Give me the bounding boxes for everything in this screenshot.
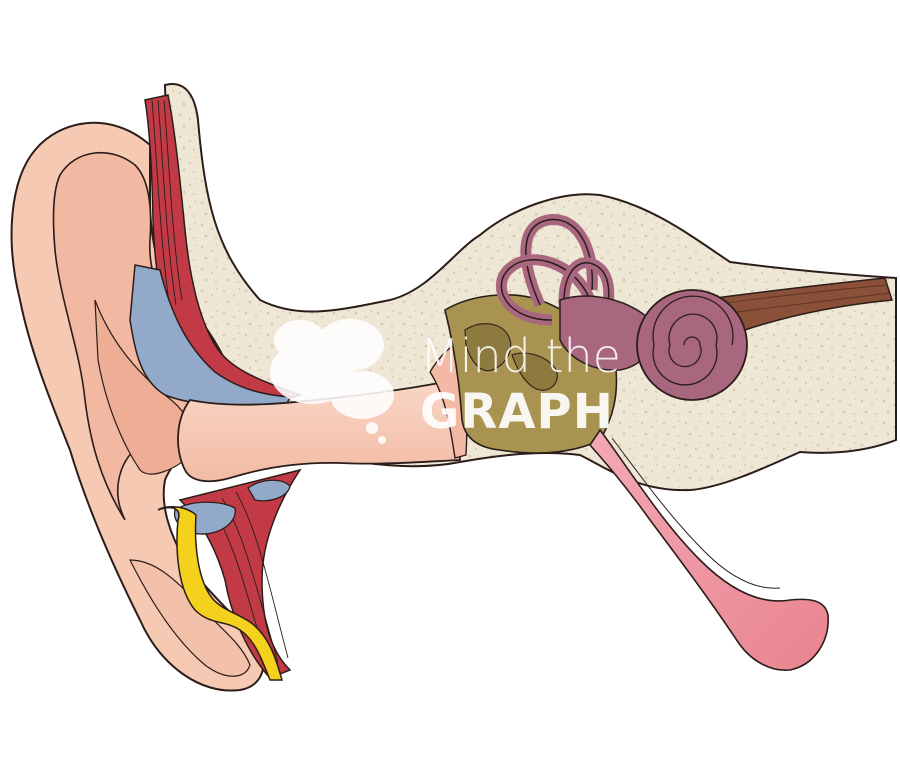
- watermark-line-1: Mind the: [420, 329, 621, 383]
- fat-layer: [157, 505, 283, 681]
- eustachian-tube-lumen: [611, 437, 781, 589]
- ossicles: [464, 323, 558, 391]
- watermark: Mind the GRAPH: [270, 319, 621, 444]
- eustachian-tube: [588, 428, 829, 671]
- lower-cartilage-upper: [247, 479, 291, 502]
- earlobe: [129, 559, 251, 677]
- brain-cloud-icon: [270, 319, 394, 444]
- cochlea: [636, 289, 748, 401]
- watermark-line-2: GRAPH: [420, 384, 614, 440]
